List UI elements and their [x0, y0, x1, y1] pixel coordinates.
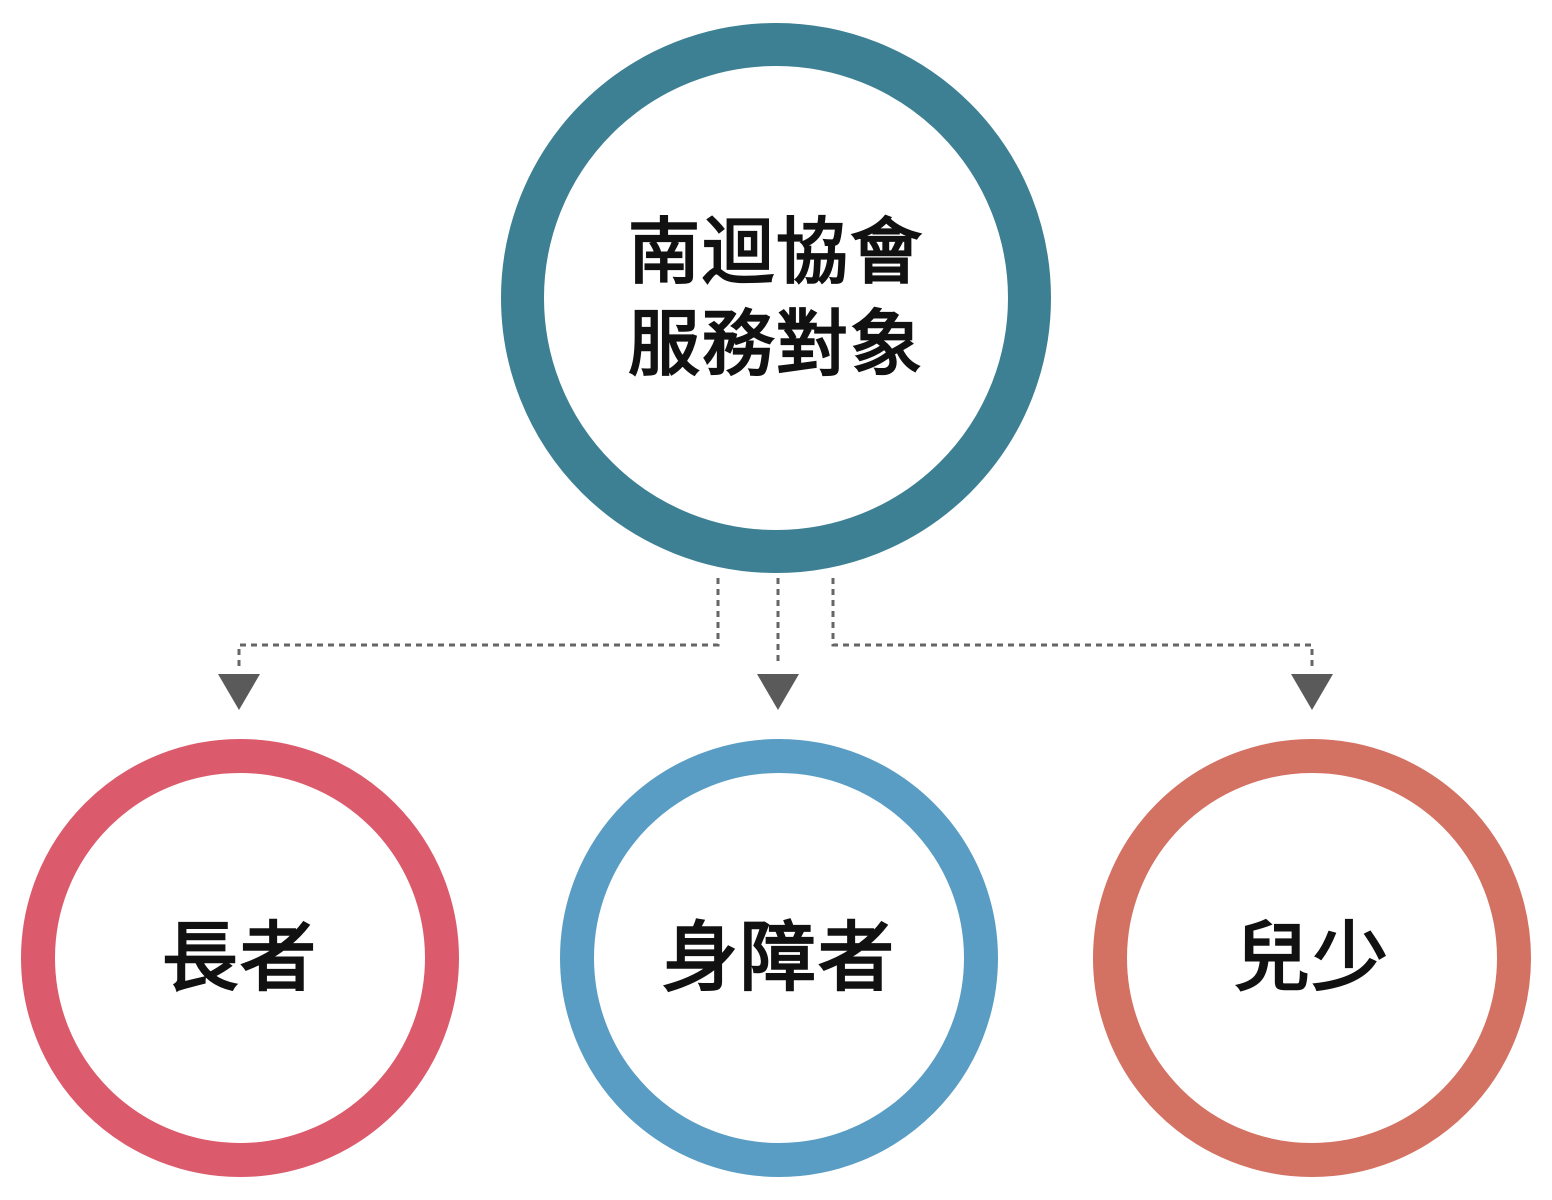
arrowheads [218, 674, 1333, 710]
arrowhead-youth [1291, 674, 1333, 710]
child-node-elderly: 長者 [21, 739, 459, 1177]
arrowhead-disabled [757, 674, 799, 710]
root-node-service-targets: 南迴協會 服務對象 [501, 23, 1051, 573]
connector-to-elderly [237, 578, 720, 668]
connector-to-youth [831, 578, 1314, 668]
child-label-youth: 兒少 [1234, 913, 1390, 1002]
dotted-connectors [237, 578, 1314, 668]
arrowhead-elderly [218, 674, 260, 710]
child-node-youth: 兒少 [1093, 739, 1531, 1177]
root-title-line-2: 服務對象 [627, 302, 924, 386]
root-title-line-1: 南迴協會 [627, 210, 924, 294]
child-label-elderly: 長者 [162, 913, 318, 1002]
child-node-disabled: 身障者 [560, 739, 998, 1177]
child-label-disabled: 身障者 [662, 913, 896, 1002]
